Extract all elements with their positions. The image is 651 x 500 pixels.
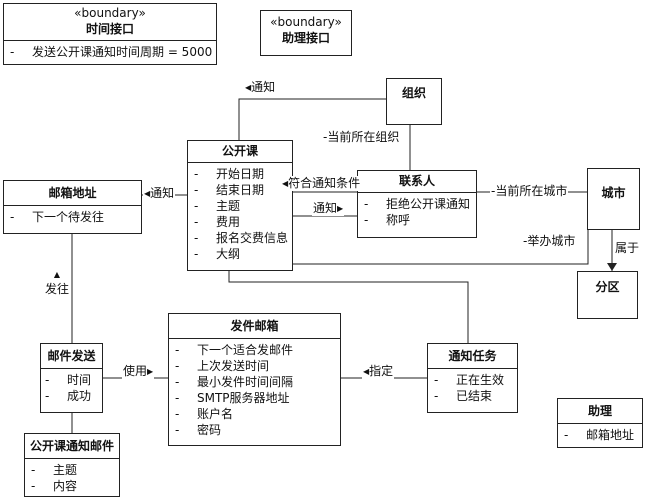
attribute-list: 主题 内容	[25, 459, 119, 496]
class-title: 联系人	[358, 171, 476, 193]
stereotype-label: «boundary»	[270, 15, 342, 29]
label-text: 通知	[313, 201, 338, 215]
label-text: 符合通知条件	[288, 176, 361, 190]
link-course-task	[228, 270, 469, 343]
arrowhead-district	[607, 263, 617, 271]
label-mailsend-email: ▲ 发往	[44, 268, 71, 296]
class-title: 助理接口	[281, 31, 330, 45]
class-assistant-interface[interactable]: «boundary» 助理接口	[260, 10, 352, 56]
attribute-list: 正在生效 已结束	[428, 369, 517, 406]
class-title: 时间接口	[85, 22, 134, 36]
arrow-left-icon: ◀	[245, 83, 252, 92]
label-mailsend-mailbox: 使用▶	[122, 364, 155, 379]
label-task-mailbox: ◀指定	[362, 364, 395, 379]
class-title: 发件邮箱	[169, 314, 340, 339]
label-text: 发往	[45, 282, 70, 296]
arrow-up-icon: ▲	[53, 270, 61, 279]
attribute: 结束日期	[194, 182, 288, 198]
label-course-city: -举办城市	[522, 234, 577, 248]
attribute: 报名交费信息	[194, 230, 288, 246]
class-title: 邮件发送	[41, 344, 102, 369]
attribute: 拒绝公开课通知	[364, 196, 472, 212]
label-text: 使用	[123, 364, 148, 378]
label-contact-city: -当前所在城市	[490, 184, 569, 198]
stereotype-label: «boundary»	[74, 6, 146, 20]
class-title: 分区	[595, 280, 620, 294]
arrow-left-icon: ◀	[282, 179, 289, 188]
label-course-contact-condition: ◀符合通知条件	[281, 176, 362, 191]
class-sending-mailbox[interactable]: 发件邮箱 下一个适合发邮件 上次发送时间 最小发件时间间隔 SMTP服务器地址 …	[168, 313, 341, 446]
attribute: 最小发件时间间隔	[175, 374, 336, 390]
arrow-left-icon: ◀	[144, 189, 151, 198]
attribute: 邮箱地址	[564, 427, 638, 443]
class-assistant[interactable]: 助理 邮箱地址	[557, 398, 643, 448]
class-title: 组织	[401, 86, 426, 100]
attribute: 开始日期	[194, 166, 288, 182]
label-text: 属于	[615, 241, 640, 255]
label-text: 通知	[150, 186, 175, 200]
class-district[interactable]: 分区	[577, 271, 638, 319]
attribute: 成功	[45, 388, 98, 404]
attribute: 密码	[175, 422, 336, 438]
attribute-list: 时间 成功	[41, 369, 102, 406]
attribute: 主题	[194, 198, 288, 214]
class-mail-sending[interactable]: 邮件发送 时间 成功	[40, 343, 103, 413]
arrow-right-icon: ▶	[147, 367, 154, 376]
label-text: 举办城市	[527, 234, 576, 248]
attribute: 账户名	[175, 406, 336, 422]
attribute: 内容	[31, 478, 115, 494]
class-city[interactable]: 城市	[587, 168, 640, 230]
class-notify-task[interactable]: 通知任务 正在生效 已结束	[427, 343, 518, 413]
attribute-list: 发送公开课通知时间周期 = 5000	[4, 41, 216, 62]
label-course-org: ◀通知	[244, 80, 277, 95]
class-email-address[interactable]: 邮箱地址 下一个待发往	[3, 180, 142, 234]
class-title: 通知任务	[428, 344, 517, 369]
label-text: 当前所在城市	[495, 184, 568, 198]
attribute-list: 下一个适合发邮件 上次发送时间 最小发件时间间隔 SMTP服务器地址 账户名 密…	[169, 339, 340, 440]
class-open-course[interactable]: 公开课 开始日期 结束日期 主题 费用 报名交费信息 大纲	[187, 140, 293, 271]
class-header: «boundary» 时间接口	[4, 4, 216, 41]
attribute-list: 邮箱地址	[558, 424, 642, 445]
attribute: 下一个适合发邮件	[175, 342, 336, 358]
class-organization[interactable]: 组织	[386, 78, 442, 125]
attribute: 已结束	[434, 388, 513, 404]
arrow-left-icon: ◀	[363, 367, 370, 376]
label-city-district: 属于	[614, 241, 641, 255]
class-course-notice-mail[interactable]: 公开课通知邮件 主题 内容	[24, 433, 120, 497]
attribute: 大纲	[194, 246, 288, 262]
class-header: «boundary» 助理接口	[261, 11, 351, 49]
label-text: 通知	[251, 80, 276, 94]
attribute: 发送公开课通知时间周期 = 5000	[10, 44, 212, 60]
class-title: 公开课	[188, 141, 292, 163]
class-title: 城市	[601, 186, 626, 200]
attribute: 上次发送时间	[175, 358, 336, 374]
attribute: 正在生效	[434, 372, 513, 388]
attribute: 主题	[31, 462, 115, 478]
attribute: 下一个待发往	[10, 209, 137, 225]
label-course-contact-notify: 通知▶	[312, 201, 345, 216]
attribute: SMTP服务器地址	[175, 390, 336, 406]
class-title: 邮箱地址	[4, 181, 141, 206]
label-text: 指定	[369, 364, 394, 378]
arrow-right-icon: ▶	[337, 204, 344, 213]
link-course-city	[292, 230, 589, 265]
class-contact[interactable]: 联系人 拒绝公开课通知 称呼	[357, 170, 477, 238]
attribute: 称呼	[364, 212, 472, 228]
attribute-list: 开始日期 结束日期 主题 费用 报名交费信息 大纲	[188, 163, 292, 264]
label-text: 当前所在组织	[327, 130, 400, 144]
attribute: 费用	[194, 214, 288, 230]
class-title: 公开课通知邮件	[25, 434, 119, 459]
label-course-email: ◀通知	[143, 186, 176, 201]
attribute-list: 下一个待发往	[4, 206, 141, 227]
class-title: 助理	[558, 399, 642, 424]
class-time-interface[interactable]: «boundary» 时间接口 发送公开课通知时间周期 = 5000	[3, 3, 217, 65]
attribute: 时间	[45, 372, 98, 388]
attribute-list: 拒绝公开课通知 称呼	[358, 193, 476, 230]
label-org-contact: -当前所在组织	[322, 130, 401, 144]
link-course-organization	[238, 98, 387, 140]
